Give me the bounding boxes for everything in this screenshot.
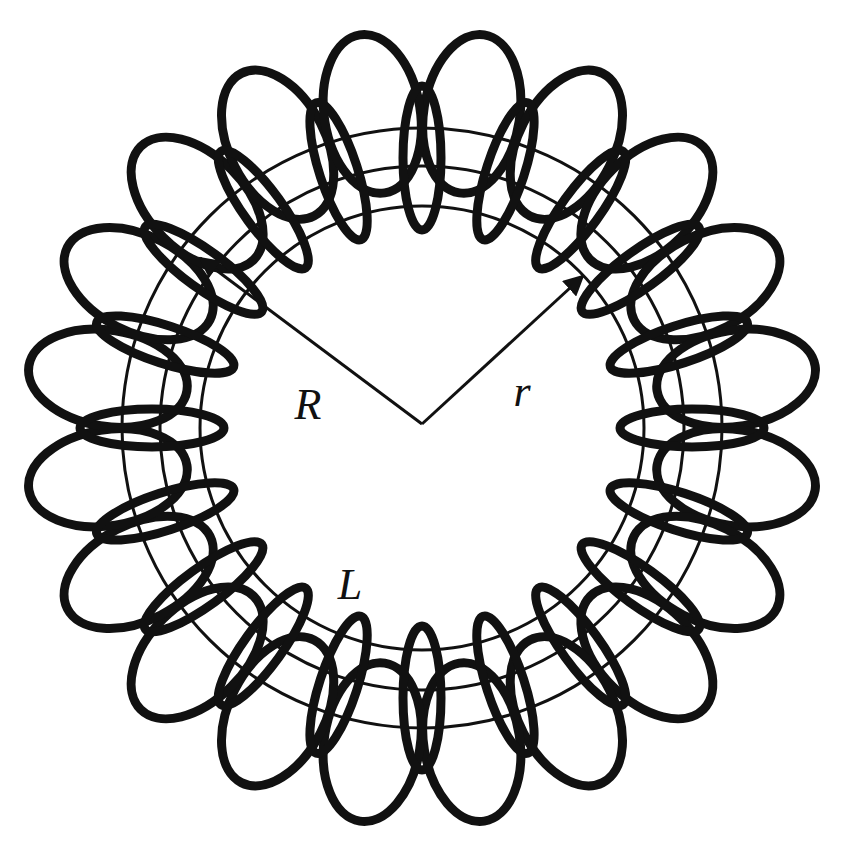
coil-front-turn (620, 409, 764, 447)
coil-front-turn (571, 212, 710, 327)
coil-front-turn (298, 97, 379, 246)
core-outer-edge (122, 128, 722, 728)
radius-line-r (422, 276, 583, 424)
radius-label: R (293, 383, 324, 427)
coil-front-turn (80, 409, 224, 447)
core-inner-edge (200, 206, 644, 650)
coil-back-turns (21, 27, 822, 828)
coil-front-turn (91, 471, 240, 552)
coil-front-turns (80, 86, 764, 770)
coil-front-turn (604, 471, 753, 552)
coil-front-turn (465, 610, 546, 759)
coil-front-turn (298, 610, 379, 759)
coil-front-turn (403, 626, 441, 770)
coil-front-turn (91, 304, 240, 385)
radius-label: r (511, 370, 532, 414)
coil-front-turn (523, 577, 638, 716)
coil-front-turn (465, 97, 546, 246)
coil-front-turn (206, 140, 321, 279)
inductance-label: L (336, 563, 364, 607)
torus-core (122, 128, 722, 728)
coil-front-turn (604, 304, 753, 385)
coil-front-turn (403, 86, 441, 230)
coil-front-turn (134, 529, 273, 644)
